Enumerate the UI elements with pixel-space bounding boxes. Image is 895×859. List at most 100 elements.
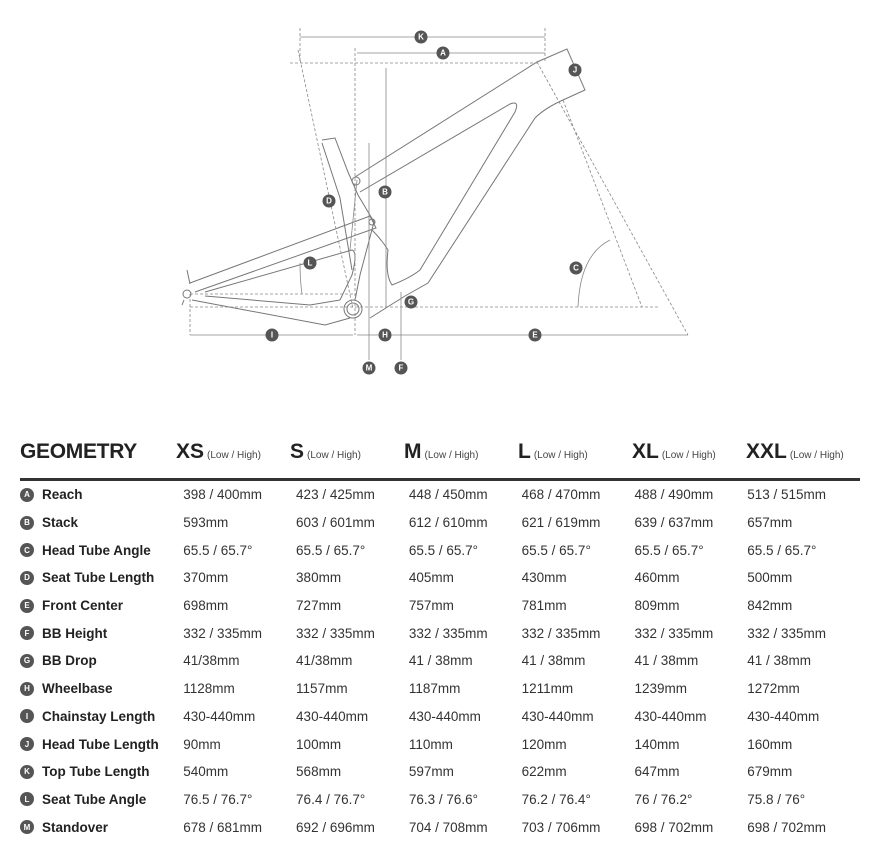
table-cell: 41 / 38mm: [521, 653, 586, 669]
table-cell: 65.5 / 65.7°: [408, 542, 479, 558]
svg-text:H: H: [382, 331, 388, 340]
svg-text:K: K: [418, 33, 424, 42]
table-cell: 90mm: [183, 736, 221, 752]
table-cell: 1239mm: [634, 681, 687, 697]
row-label: B Stack: [20, 515, 183, 530]
svg-text:E: E: [532, 331, 538, 340]
letter-badge: B: [20, 515, 34, 530]
size-name: XS: [176, 440, 205, 463]
table-cell: 603 / 601mm: [296, 515, 375, 531]
table-cell: 1211mm: [521, 681, 574, 697]
size-subtitle: (Low / High): [789, 450, 844, 461]
letter-badge: L: [20, 792, 34, 807]
table-cell: 370mm: [183, 570, 229, 586]
measurement-name: Stack: [42, 515, 79, 531]
measurement-name: Chainstay Length: [42, 708, 156, 724]
table-cell: 704 / 708mm: [408, 819, 488, 835]
table-cell: 65.5 / 65.7°: [296, 542, 366, 558]
letter-badge: J: [20, 737, 34, 752]
table-cell: 488 / 490mm: [634, 487, 714, 503]
dimension-badge-m: M: [362, 361, 376, 375]
row-label: C Head Tube Angle: [20, 543, 183, 558]
dimension-badge-h: H: [378, 328, 392, 342]
table-cell: 1157mm: [296, 681, 348, 697]
dimension-badge-d: D: [322, 194, 336, 208]
measurement-name: Wheelbase: [42, 681, 113, 697]
table-cell: 460mm: [634, 570, 680, 586]
letter-badge: G: [20, 653, 34, 668]
table-cell: 160mm: [747, 736, 793, 752]
letter-badge: C: [20, 543, 34, 558]
dimension-badge-a: A: [436, 46, 450, 60]
table-cell: 647mm: [634, 764, 680, 780]
letter-badge: A: [20, 487, 34, 502]
table-cell: 41 / 38mm: [747, 653, 812, 669]
table-cell: 430-440mm: [634, 708, 707, 724]
table-cell: 698mm: [183, 598, 229, 614]
size-name: XXL: [746, 440, 787, 463]
size-name: M: [404, 440, 422, 463]
table-cell: 41 / 38mm: [408, 653, 473, 669]
size-name: S: [290, 440, 305, 463]
table-cell: 76.3 / 76.6°: [408, 791, 479, 807]
svg-text:F: F: [399, 364, 404, 373]
table-cell: 757mm: [408, 598, 454, 614]
table-cell: 500mm: [747, 570, 793, 586]
frame-geometry-diagram: K A J B D L C G I H E M F: [181, 28, 689, 375]
measurement-name: BB Height: [42, 625, 108, 641]
table-cell: 430-440mm: [521, 708, 594, 724]
table-cell: 612 / 610mm: [408, 515, 488, 531]
letter-badge: D: [20, 570, 34, 585]
measurement-name: Front Center: [42, 598, 123, 614]
table-title: GEOMETRY: [20, 440, 137, 463]
size-header-xs: XS(Low / High): [176, 440, 290, 464]
letter-badge: I: [20, 709, 34, 724]
table-cell: 65.5 / 65.7°: [183, 542, 253, 558]
geometry-table: GEOMETRY XS(Low / High)S(Low / High)M (Lo…: [20, 440, 860, 841]
table-cell: 657mm: [747, 515, 793, 531]
table-cell: 332 / 335mm: [183, 625, 263, 641]
table-cell: 332 / 335mm: [296, 625, 375, 641]
table-cell: 100mm: [296, 736, 342, 752]
table-cell: 76 / 76.2°: [634, 791, 693, 807]
size-header-l: L(Low / High): [518, 440, 632, 464]
table-cell: 430-440mm: [747, 708, 820, 724]
table-cell: 513 / 515mm: [747, 487, 827, 503]
table-cell: 698 / 702mm: [634, 819, 714, 835]
table-cell: 622mm: [521, 764, 567, 780]
table-row: I Chainstay Length 430-440mm 430-440mm 430-4…: [20, 703, 860, 731]
letter-badge: H: [20, 681, 34, 696]
table-cell: 430-440mm: [408, 708, 481, 724]
table-cell: 75.8 / 76°: [747, 791, 806, 807]
measurement-name: Head Tube Angle: [42, 542, 151, 558]
measurement-name: Reach: [42, 487, 83, 503]
table-cell: 678 / 681mm: [183, 819, 263, 835]
table-cell: 679mm: [747, 764, 793, 780]
size-header-s: S(Low / High): [290, 440, 404, 464]
table-cell: 405mm: [408, 570, 454, 586]
row-label: H Wheelbase: [20, 681, 183, 696]
table-cell: 140mm: [634, 736, 680, 752]
table-cell: 430-440mm: [183, 708, 256, 724]
table-cell: 1128mm: [183, 681, 235, 697]
table-cell: 692 / 696mm: [296, 819, 375, 835]
table-cell: 76.2 / 76.4°: [521, 791, 591, 807]
table-cell: 597mm: [408, 764, 454, 780]
table-cell: 332 / 335mm: [521, 625, 601, 641]
table-cell: 65.5 / 65.7°: [634, 542, 704, 558]
table-cell: 842mm: [747, 598, 793, 614]
table-cell: 398 / 400mm: [183, 487, 263, 503]
size-header-xxl: XXL(Low / High): [746, 440, 860, 464]
row-label: A Reach: [20, 487, 183, 502]
size-name: L: [518, 440, 531, 463]
dimension-badge-g: G: [404, 295, 418, 309]
table-cell: 809mm: [634, 598, 680, 614]
table-cell: 76.5 / 76.7°: [183, 791, 253, 807]
dimension-badge-e: E: [528, 328, 542, 342]
table-cell: 332 / 335mm: [634, 625, 714, 641]
